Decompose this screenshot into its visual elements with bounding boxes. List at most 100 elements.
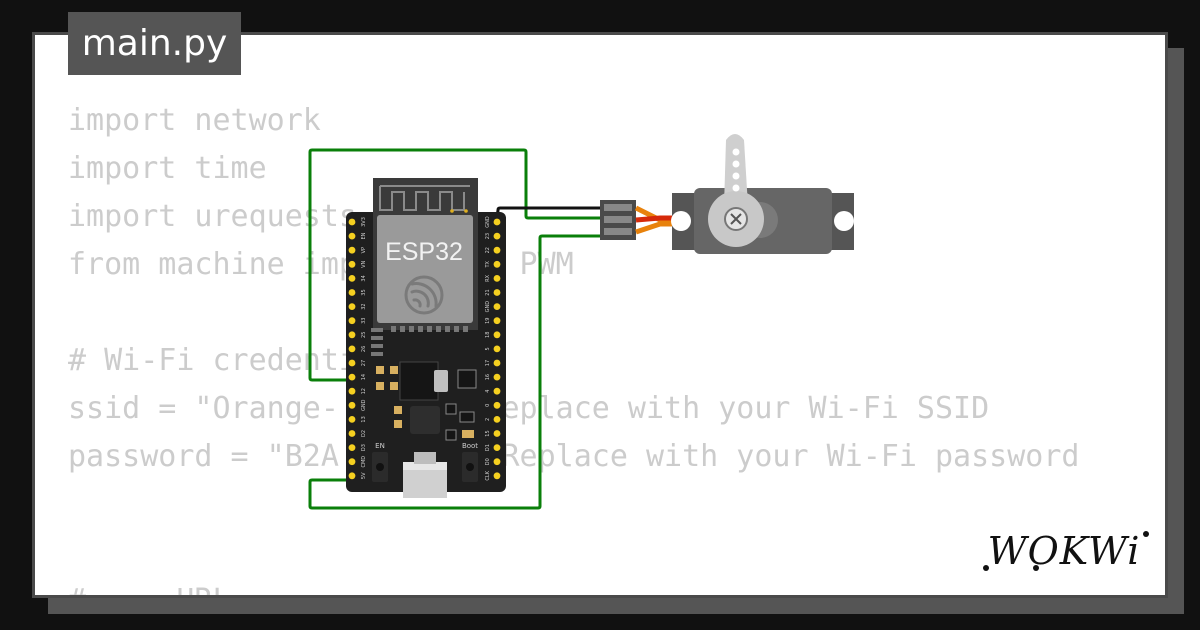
pin-label: 35 bbox=[361, 289, 367, 295]
pin-label: 15 bbox=[485, 430, 491, 436]
header-pin[interactable] bbox=[493, 458, 501, 466]
wire-d13-to-servo-pwm[interactable] bbox=[308, 234, 604, 510]
pin-label: 32 bbox=[361, 303, 367, 309]
pin-label: 25 bbox=[361, 332, 367, 338]
header-pin[interactable] bbox=[348, 373, 356, 381]
header-pin[interactable] bbox=[348, 289, 356, 296]
module-pads bbox=[371, 326, 468, 356]
header-pin[interactable] bbox=[348, 472, 356, 480]
header-pin[interactable] bbox=[348, 246, 356, 254]
header-pin[interactable] bbox=[493, 472, 501, 480]
pin-label: 5 bbox=[485, 347, 491, 350]
pin-label: 5V bbox=[361, 472, 367, 479]
pin-label: 14 bbox=[361, 374, 367, 380]
wire-3v3-to-servo-vcc[interactable] bbox=[308, 148, 604, 382]
pin-label: 21 bbox=[485, 289, 491, 295]
pin-label: 2 bbox=[485, 418, 491, 421]
header-pin[interactable] bbox=[493, 401, 501, 409]
code-line: # ... URL bbox=[68, 577, 1132, 595]
header-pin[interactable] bbox=[348, 317, 356, 325]
header-pin[interactable] bbox=[493, 260, 501, 268]
pin-label: 18 bbox=[485, 332, 491, 338]
header-pin[interactable] bbox=[493, 444, 501, 451]
smd-components bbox=[376, 361, 477, 441]
pin-label: 4 bbox=[485, 390, 491, 393]
pin-label: 22 bbox=[485, 247, 491, 253]
left-pin-header: 3V3ENVPVN343532332526271412GND13D2D3CMD5… bbox=[348, 217, 367, 480]
header-pin[interactable] bbox=[348, 387, 356, 395]
servo-connector[interactable] bbox=[600, 200, 636, 240]
board-label: ESP32 bbox=[385, 238, 463, 266]
pin-label: D0 bbox=[485, 458, 491, 465]
header-pin[interactable] bbox=[493, 416, 501, 423]
header-pin[interactable] bbox=[493, 345, 501, 353]
pin-label: 12 bbox=[361, 388, 367, 394]
header-pin[interactable] bbox=[493, 373, 501, 381]
header-pin[interactable] bbox=[493, 275, 501, 282]
header-pin[interactable] bbox=[348, 444, 356, 451]
pin-label: D3 bbox=[361, 444, 367, 451]
green-wires bbox=[308, 148, 604, 510]
pin-label: 13 bbox=[361, 416, 367, 422]
en-button[interactable] bbox=[372, 452, 388, 482]
header-pin[interactable] bbox=[493, 359, 501, 367]
header-pin[interactable] bbox=[493, 232, 501, 240]
header-pin[interactable] bbox=[348, 458, 356, 466]
pin-label: D2 bbox=[361, 430, 367, 437]
header-pin[interactable] bbox=[348, 331, 356, 339]
file-tab-label: main.py bbox=[81, 23, 228, 64]
header-pin[interactable] bbox=[493, 430, 501, 437]
pin-label: VN bbox=[361, 260, 367, 267]
module-shield bbox=[377, 215, 473, 323]
code-line: import time bbox=[68, 151, 267, 186]
pin-label: 16 bbox=[485, 374, 491, 380]
esp32-board[interactable]: ESP32 bbox=[346, 178, 506, 498]
pin-label: CMD bbox=[361, 456, 367, 468]
header-pin[interactable] bbox=[493, 317, 501, 325]
header-pin[interactable] bbox=[348, 416, 356, 423]
header-pin[interactable] bbox=[493, 289, 501, 296]
header-pin[interactable] bbox=[348, 401, 356, 409]
header-pin[interactable] bbox=[348, 218, 356, 226]
pin-label: GND bbox=[485, 216, 491, 228]
pin-label: 34 bbox=[361, 275, 367, 281]
code-line: import network bbox=[68, 103, 321, 138]
pin-label: GND bbox=[361, 399, 367, 411]
header-pin[interactable] bbox=[493, 303, 501, 310]
header-pin[interactable] bbox=[348, 275, 356, 282]
header-pin[interactable] bbox=[493, 246, 501, 254]
header-pin[interactable] bbox=[348, 303, 356, 310]
header-pin[interactable] bbox=[493, 387, 501, 395]
pin-label: RX bbox=[485, 274, 491, 281]
servo-motor[interactable] bbox=[671, 134, 854, 254]
pin-label: 0 bbox=[485, 404, 491, 407]
header-pin[interactable] bbox=[348, 430, 356, 437]
pin-label: GND bbox=[485, 301, 491, 313]
header-pin[interactable] bbox=[348, 359, 356, 367]
pin-label: CLK bbox=[485, 470, 491, 480]
header-pin[interactable] bbox=[348, 232, 356, 240]
usb-port[interactable] bbox=[403, 452, 447, 498]
antenna-icon bbox=[379, 185, 470, 211]
header-pin[interactable] bbox=[493, 331, 501, 339]
wire-gnd-to-servo-gnd[interactable] bbox=[491, 206, 604, 218]
en-label: EN bbox=[375, 442, 385, 450]
boot-label: Boot bbox=[462, 442, 478, 450]
header-pin[interactable] bbox=[348, 345, 356, 353]
pin-label: D1 bbox=[485, 444, 491, 451]
header-pin[interactable] bbox=[493, 218, 501, 226]
wokwi-logo[interactable]: WOKWi bbox=[976, 526, 1152, 576]
file-tab[interactable]: main.py bbox=[68, 12, 241, 75]
boot-button[interactable] bbox=[462, 452, 478, 482]
servo-screw-icon bbox=[724, 207, 748, 231]
pin-label: VP bbox=[361, 247, 367, 253]
pin-label: 27 bbox=[361, 360, 367, 366]
pin-label: 3V3 bbox=[361, 217, 367, 227]
espressif-logo-icon bbox=[404, 275, 444, 315]
header-pin[interactable] bbox=[348, 260, 356, 268]
pin-label: 17 bbox=[485, 360, 491, 366]
